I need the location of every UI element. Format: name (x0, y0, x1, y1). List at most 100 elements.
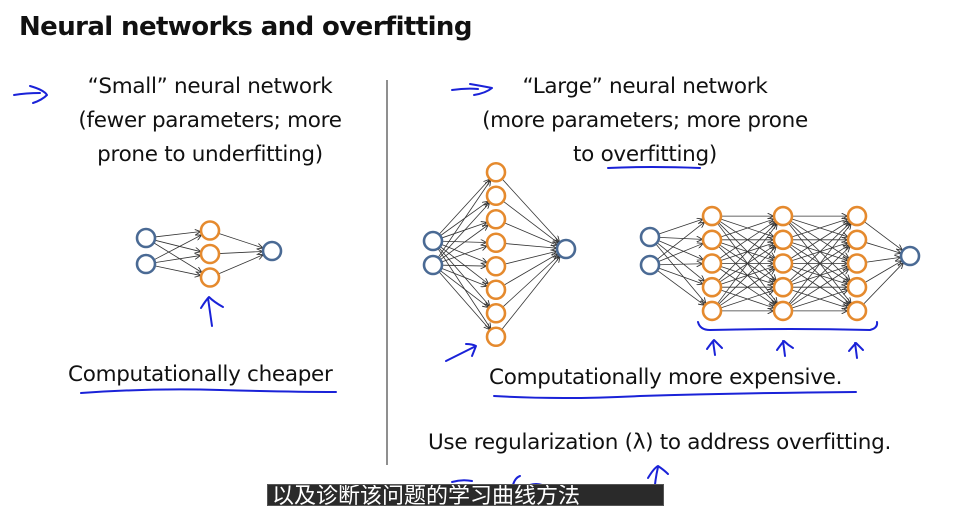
deep-network-hidden-node (772, 205, 794, 227)
wide-network-edge (438, 180, 489, 235)
deep-network-edge (791, 290, 848, 309)
wide-network-hidden-node (485, 326, 507, 348)
wide-network-hidden-node (485, 232, 507, 254)
small-network-line-3: prone to underfitting) (97, 142, 323, 167)
deep-network-hidden-node (846, 229, 868, 251)
overfitting-underline (607, 166, 701, 169)
deep-network-edge (658, 240, 703, 260)
deep-network-edge (719, 222, 774, 259)
small-network-edge (153, 242, 202, 273)
deep-network-edge (658, 219, 703, 235)
small-network-edge (154, 239, 201, 251)
deep-network-edge (658, 237, 702, 239)
small-network-input-node (135, 227, 157, 249)
deep-network-edge (656, 242, 704, 281)
wide-network-edge (437, 181, 490, 258)
deep-network-hidden-node (772, 300, 794, 322)
wide-network-edge (441, 265, 486, 266)
wide-network-hidden-node (485, 279, 507, 301)
large-heading-arrow-icon (451, 83, 493, 96)
large-network-line-2: (more parameters; more prone (482, 108, 808, 133)
small-network-caption: Computationally cheaper (68, 362, 333, 387)
large-network-heading: “Large” neural network (more parameters;… (430, 70, 860, 172)
small-network-line-2: (fewer parameters; more (78, 108, 342, 133)
wide-network-hidden-node (485, 161, 507, 183)
subtitle-area-ink-1 (451, 479, 473, 483)
column-divider (386, 80, 388, 465)
deep-network-edge (863, 221, 902, 250)
wide-network-edge (502, 200, 558, 243)
deep-network-edge (789, 247, 849, 305)
small-network-output-node (261, 240, 283, 262)
wide-network-edge (502, 256, 559, 308)
overfitting-word: overfitting (600, 142, 710, 167)
small-hidden-layer-arrow-icon (200, 296, 224, 327)
deep-network-edge (658, 244, 702, 262)
wide-network-edge (439, 246, 488, 284)
deep-network-edge (862, 263, 903, 305)
wide-network-edge (441, 246, 486, 263)
deep-layers-bracket (697, 321, 879, 331)
network-edges (153, 178, 903, 330)
deep-network-edge (788, 224, 851, 305)
deep-network-edge (865, 257, 900, 263)
deep-network-edge (718, 247, 776, 305)
small-network-edge (154, 265, 200, 276)
deep-network-edge (719, 269, 774, 307)
small-network-edge (218, 232, 263, 248)
wide-network-hidden-node (485, 185, 507, 207)
small-network-edge (153, 235, 201, 261)
wide-network-edge (441, 267, 486, 286)
wide-network-edge (503, 254, 558, 286)
regularization-note: Use regularization (λ) to address overfi… (428, 430, 891, 455)
small-network-hidden-node (199, 243, 221, 265)
deep-network-edge (791, 219, 848, 238)
deep-network-input-node (639, 254, 661, 276)
cheaper-underline (80, 388, 337, 394)
deep-network-edge (790, 221, 849, 259)
wide-network-edge (504, 251, 557, 265)
deep-network-edge (717, 224, 777, 304)
small-network-heading: “Small” neural network (fewer parameters… (40, 70, 380, 172)
wide-network-edge (440, 225, 488, 261)
deep-network-edge (658, 267, 702, 284)
wide-network-output-node (555, 238, 577, 260)
deep-network-hidden-node (701, 205, 723, 227)
deep-network-edge (656, 270, 704, 305)
deep-network-hidden-node (701, 300, 723, 322)
wide-network-arrow-icon (445, 343, 477, 362)
line3-suffix: ) (708, 142, 717, 167)
handwritten-annotations (13, 83, 879, 496)
wide-network-edge (441, 223, 487, 239)
wide-network-edge (504, 222, 557, 245)
deep-network-edge (656, 222, 704, 260)
small-network-edge (154, 232, 200, 238)
large-network-line-3: to overfitting) (430, 138, 860, 172)
deep-network-hidden-node (772, 253, 794, 274)
deep-network-edge (720, 219, 774, 238)
deep-layer-2-arrow-icon (776, 340, 794, 357)
wide-network-edge (501, 257, 560, 330)
wide-network-edge (438, 203, 489, 259)
wide-network-edge (501, 178, 559, 242)
small-network-edge (218, 255, 263, 275)
small-heading-arrow-icon (13, 85, 48, 104)
wide-network-hidden-node (485, 302, 507, 324)
deep-layer-1-arrow-icon (706, 339, 723, 356)
wide-network-hidden-node (485, 255, 507, 277)
deep-network-edge (720, 290, 774, 309)
expensive-underline (493, 391, 857, 399)
line3-prefix: to (573, 142, 601, 167)
deep-network-output-node (899, 245, 921, 267)
deep-network-hidden-node (701, 229, 723, 251)
deep-layer-3-arrow-icon (848, 342, 864, 359)
deep-network-hidden-node (846, 300, 868, 322)
deep-network-edge (658, 264, 702, 265)
wide-network-edge (438, 271, 489, 329)
deep-network-edge (790, 269, 849, 307)
small-network-edge (218, 251, 262, 253)
deep-network-edge (718, 223, 776, 282)
network-nodes (135, 161, 921, 348)
wide-network-edge (438, 247, 490, 306)
